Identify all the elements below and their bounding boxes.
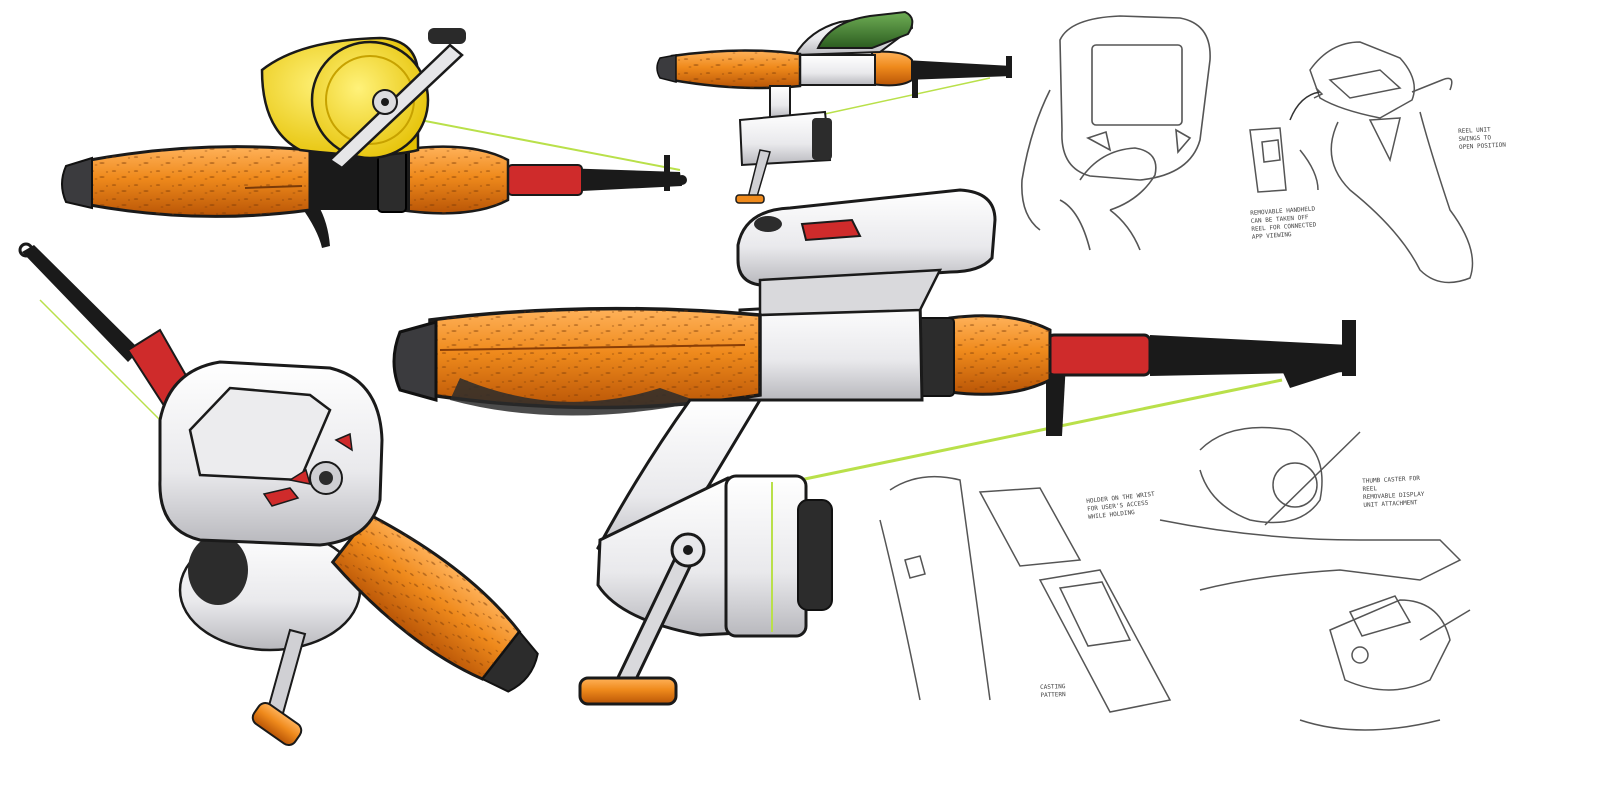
sketch-removable-display-unit [1249, 41, 1474, 284]
sketch-handheld-display-thumb [1021, 15, 1211, 251]
sketch-strap-and-reel-details [879, 426, 1471, 731]
concept-display-reel-side-hero [392, 188, 1356, 706]
annotation-reel-unit: REEL UNIT SWINGS TO OPEN POSITION [1458, 126, 1507, 151]
concept-display-reel-angled [18, 242, 539, 747]
concept-baitcaster-yellow-reel [61, 28, 687, 248]
annotation-thumb-caster: THUMB CASTER FOR REEL REMOVABLE DISPLAY … [1362, 474, 1425, 509]
annotation-removable-handheld: REMOVABLE HANDHELD CAN BE TAKEN OFF REEL… [1250, 205, 1317, 241]
annotation-casting-pattern: CASTING PATTERN [1040, 683, 1066, 699]
concept-spincaster-green-cap [656, 10, 1012, 204]
